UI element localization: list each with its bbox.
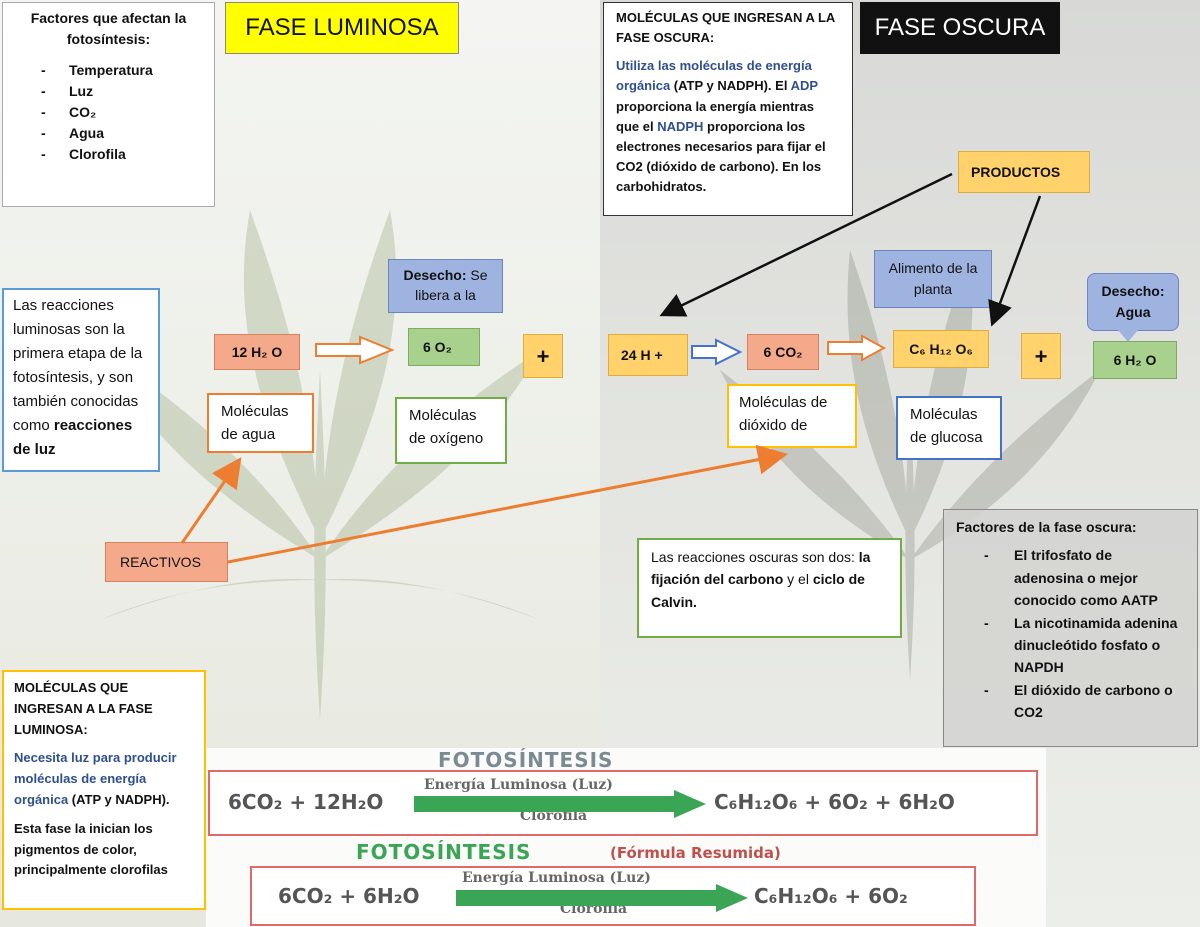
equation-2-products: C₆H₁₂O₆ + 6O₂: [754, 884, 908, 908]
hydrogen-molecule: 24 H +: [608, 334, 688, 376]
list-item: -Temperatura: [41, 62, 153, 78]
light-molecules-note: Esta fase la inician los pigmentos de co…: [14, 820, 168, 878]
waste-water-label: Desecho: Agua: [1087, 273, 1179, 331]
light-molecules-text: Necesita luz para producir moléculas de …: [14, 750, 177, 807]
light-intro-box: Las reacciones luminosas son la primera …: [2, 288, 160, 472]
equation-2-reactants: 6CO₂ + 6H₂O: [278, 884, 420, 908]
co2-label: Moléculas de dióxido de: [727, 384, 857, 448]
equation-1-arrow: [414, 790, 706, 818]
dark-phase-title: FASE OSCURA: [860, 2, 1060, 54]
list-item: -El trifosfato de adenosina o mejor cono…: [984, 547, 1158, 609]
equation-1-reactants: 6CO₂ + 12H₂O: [228, 790, 384, 814]
dark-molecules-title: MOLÉCULAS QUE INGRESAN A LA FASE OSCURA:: [616, 10, 835, 46]
dark-factors-list: -El trifosfato de adenosina o mejor cono…: [956, 544, 1185, 723]
plus-sign-dark: +: [1021, 333, 1061, 379]
factors-list: -Temperatura -Luz -CO₂ -Agua -Clorofila: [13, 60, 204, 165]
factors-title: Factores que afectan la fotosíntesis:: [30, 10, 187, 47]
waste-oxygen-label: Desecho: Se libera a la: [388, 259, 503, 313]
plant-food-label: Alimento de la planta: [874, 250, 992, 308]
list-item: -CO₂: [41, 104, 97, 120]
glucose-label: Moléculas de glucosa: [896, 396, 1002, 460]
list-item: -El dióxido de carbono o CO2: [984, 681, 1173, 721]
equation-title-2-sub: (Fórmula Resumida): [610, 844, 781, 862]
light-molecules-title: MOLÉCULAS QUE INGRESAN A LA FASE LUMINOS…: [14, 680, 153, 737]
dark-factors-title: Factores de la fase oscura:: [956, 519, 1137, 535]
dark-molecules-box: MOLÉCULAS QUE INGRESAN A LA FASE OSCURA:…: [603, 2, 853, 216]
plus-sign-light: +: [523, 334, 563, 378]
dark-reactions-box: Las reacciones oscuras son dos: la fijac…: [637, 538, 902, 638]
water-out-molecule: 6 H₂ O: [1093, 341, 1177, 379]
equation-2-arrow: [456, 884, 748, 912]
dark-factors-box: Factores de la fase oscura: -El trifosfa…: [943, 509, 1198, 747]
list-item: -La nicotinamida adenina dinucleótido fo…: [984, 614, 1178, 676]
oxygen-label: Moléculas de oxígeno: [395, 397, 507, 464]
callout-pointer: [1118, 330, 1138, 342]
energy-label-1: Energía Luminosa (Luz): [424, 777, 613, 793]
water-label: Moléculas de agua: [207, 393, 314, 453]
water-molecule: 12 H₂ O: [214, 334, 300, 370]
co2-molecule: 6 CO₂: [747, 334, 819, 370]
equation-1-products: C₆H₁₂O₆ + 6O₂ + 6H₂O: [714, 790, 955, 814]
photosynthesis-factors-box: Factores que afectan la fotosíntesis: -T…: [2, 2, 215, 207]
glucose-molecule: C₆ H₁₂ O₆: [893, 330, 989, 368]
products-label: PRODUCTOS: [958, 151, 1090, 193]
equation-title-1: FOTOSÍNTESIS: [438, 748, 614, 772]
equations-panel: FOTOSÍNTESIS Energía Luminosa (Luz) Clor…: [206, 748, 1046, 927]
dark-molecules-text: Utiliza las moléculas de energía orgánic…: [616, 58, 826, 195]
list-item: -Luz: [41, 83, 94, 99]
equation-title-2: FOTOSÍNTESIS: [356, 840, 532, 864]
light-phase-title: FASE LUMINOSA: [225, 2, 459, 54]
light-molecules-box: MOLÉCULAS QUE INGRESAN A LA FASE LUMINOS…: [2, 670, 206, 910]
energy-label-2: Energía Luminosa (Luz): [462, 870, 651, 886]
list-item: -Clorofila: [41, 146, 126, 162]
reactives-label: REACTIVOS: [105, 542, 228, 582]
list-item: -Agua: [41, 125, 104, 141]
oxygen-molecule: 6 O₂: [408, 328, 480, 366]
